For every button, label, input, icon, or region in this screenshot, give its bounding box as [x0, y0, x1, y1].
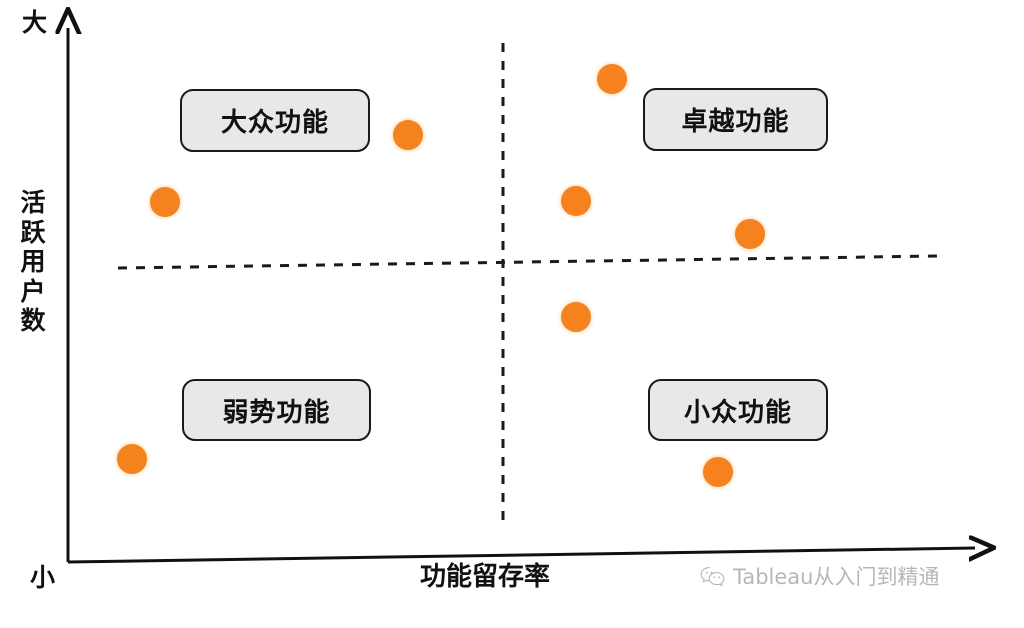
- data-point: [561, 186, 591, 216]
- y-axis-title: 活跃用户数: [20, 188, 46, 335]
- data-point: [597, 64, 627, 94]
- quadrant-divider-horizontal: [117, 254, 938, 270]
- x-axis-title: 功能留存率: [420, 562, 551, 592]
- data-point: [561, 302, 591, 332]
- data-point: [150, 187, 180, 217]
- y-axis-low-label: 小: [30, 563, 56, 592]
- y-axis-high-label: 大: [22, 8, 48, 37]
- data-point: [393, 120, 423, 150]
- data-point: [735, 219, 765, 249]
- quadrant-label-bottom-right: 小众功能: [648, 379, 828, 441]
- data-point: [703, 457, 733, 487]
- data-point: [117, 444, 147, 474]
- quadrant-label-top-right: 卓越功能: [643, 88, 828, 151]
- x-axis-line: [67, 548, 975, 564]
- quadrant-label-bottom-left: 弱势功能: [182, 379, 371, 441]
- quadrant-label-top-left: 大众功能: [180, 89, 370, 152]
